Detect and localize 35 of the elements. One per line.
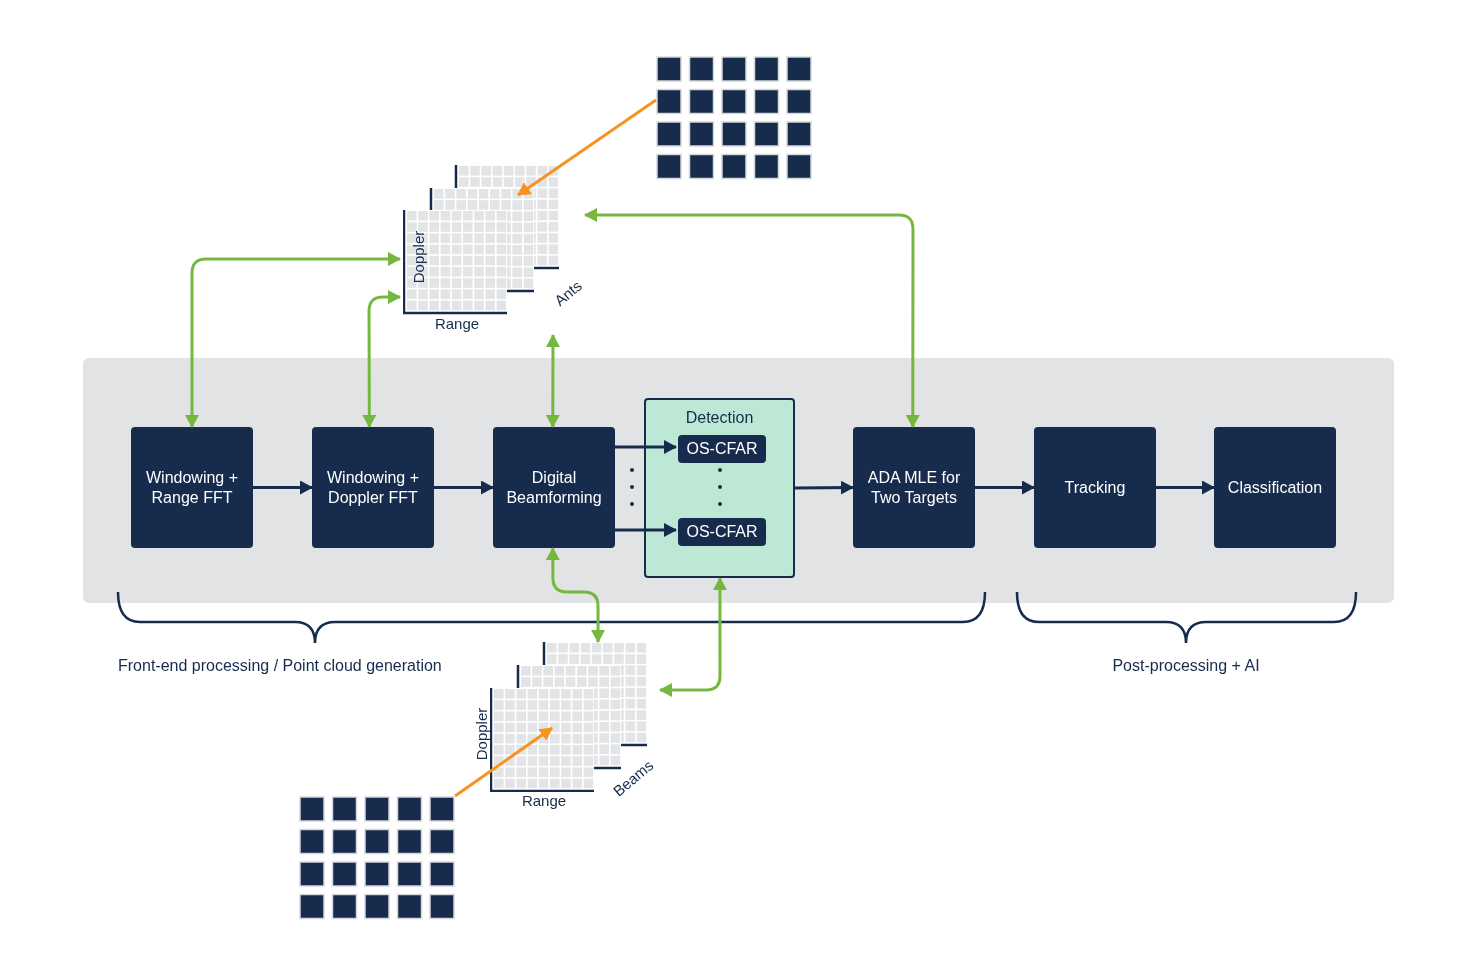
antenna-array-drawing <box>656 56 813 180</box>
arrow <box>454 726 553 798</box>
group-heading: Detection <box>684 408 755 428</box>
axis-label: Doppler <box>410 230 426 284</box>
axis-label: Range <box>521 792 567 808</box>
arrow <box>795 480 854 495</box>
arrow <box>185 252 401 428</box>
arrow <box>362 289 401 428</box>
process-box: Classification <box>1214 427 1336 548</box>
arrow <box>584 208 920 428</box>
arrow <box>434 480 494 495</box>
process-box: ADA MLE for Two Targets <box>853 427 975 548</box>
arrow <box>615 523 677 537</box>
arrow <box>545 334 560 428</box>
platform-panel <box>83 358 1394 603</box>
arrow <box>659 577 727 698</box>
arrow <box>975 480 1035 495</box>
axis-label: Range <box>434 315 480 331</box>
section-label: Post-processing + AI <box>1111 656 1261 676</box>
process-box: Tracking <box>1034 427 1156 548</box>
axis-label: Ants <box>551 277 585 309</box>
detection-group-box <box>644 398 795 578</box>
section-label: Front-end processing / Point cloud generation <box>118 656 443 676</box>
process-box: OS-CFAR <box>678 435 766 463</box>
arrow <box>615 440 677 454</box>
process-box: Windowing + Range FFT <box>131 427 253 548</box>
arrow <box>517 98 657 197</box>
arrow <box>1156 480 1215 495</box>
arrow <box>253 480 313 495</box>
antenna-array-drawing <box>299 796 456 920</box>
process-box: Digital Beamforming <box>493 427 615 548</box>
axis-label: Doppler <box>473 707 489 761</box>
process-box: Windowing + Doppler FFT <box>312 427 434 548</box>
arrow <box>545 547 606 643</box>
process-box: OS-CFAR <box>678 518 766 546</box>
